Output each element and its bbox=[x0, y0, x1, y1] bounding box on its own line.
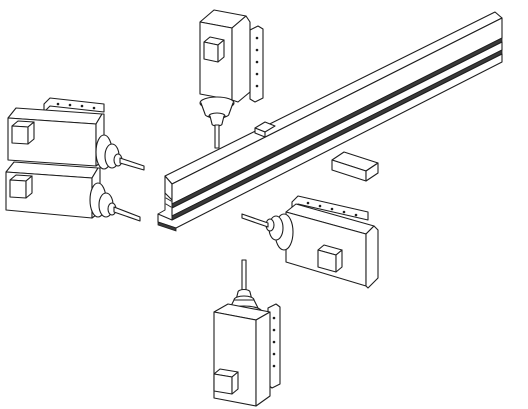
spindle-left-upper bbox=[7, 97, 145, 171]
linear-rail bbox=[157, 11, 503, 232]
spindle-bottom bbox=[213, 259, 281, 407]
spindle-left-lower bbox=[5, 161, 141, 222]
spindle-top bbox=[199, 9, 276, 149]
sliding-block bbox=[331, 151, 379, 182]
spindle-right bbox=[241, 195, 379, 289]
